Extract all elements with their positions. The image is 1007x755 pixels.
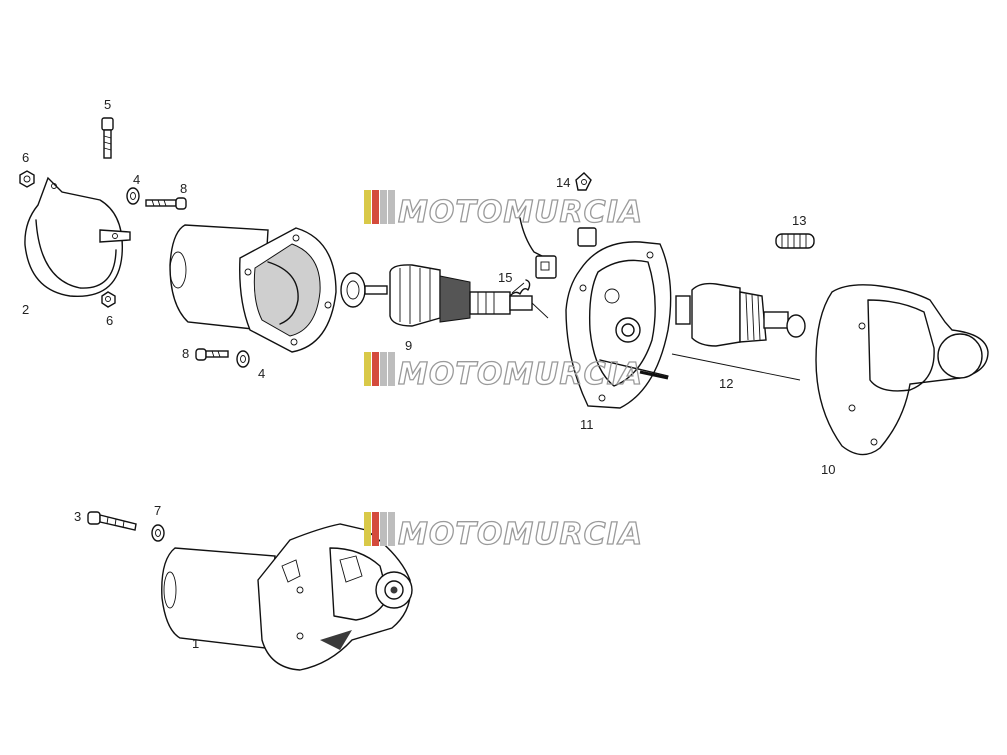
label-part-15: 15	[498, 270, 512, 285]
label-part-8-bottom: 8	[182, 346, 189, 361]
watermark-stripe	[380, 190, 387, 224]
label-part-1: 1	[192, 636, 199, 651]
label-part-4-bottom: 4	[258, 366, 265, 381]
part-8-screw-top	[145, 197, 187, 210]
label-part-5: 5	[104, 97, 111, 112]
part-2-clamp-bracket	[24, 176, 131, 298]
part-14-brush-lead	[519, 172, 597, 279]
label-part-4-top: 4	[133, 172, 140, 187]
watermark-stripe	[388, 512, 395, 546]
label-part-10: 10	[821, 462, 835, 477]
part-13-coil-spring	[775, 233, 815, 249]
watermark-stripe	[364, 352, 371, 386]
part-15-spring	[509, 279, 531, 297]
part-10-drive-end-housing	[815, 284, 989, 456]
watermark-middle: MOTOMURCIA	[364, 352, 643, 393]
watermark-top: MOTOMURCIA	[364, 190, 643, 231]
label-part-13: 13	[792, 213, 806, 228]
stator-housing	[169, 224, 337, 353]
label-part-8-top: 8	[180, 181, 187, 196]
label-part-7: 7	[154, 503, 161, 518]
part-7-washer	[151, 524, 165, 542]
watermark-stripe	[364, 190, 371, 224]
label-part-9: 9	[405, 338, 412, 353]
watermark-stripe	[372, 352, 379, 386]
watermark-text: MOTOMURCIA	[398, 517, 643, 552]
part-8-screw-bottom	[195, 348, 229, 361]
part-3-bolt	[87, 511, 137, 531]
part-11-end-plate	[565, 241, 672, 409]
label-part-2: 2	[22, 302, 29, 317]
watermark-stripe	[380, 512, 387, 546]
label-part-14: 14	[556, 175, 570, 190]
label-part-11: 11	[580, 417, 594, 432]
part-6-nut-bottom	[101, 291, 116, 308]
watermark-stripe	[388, 190, 395, 224]
part-9-armature	[340, 264, 549, 327]
part-4-washer-bottom	[236, 350, 250, 368]
part-12-drive-pinion	[671, 282, 806, 381]
part-1-starter-motor	[161, 523, 413, 671]
part-labels: 5 6 4 8 2 6 8 4 9 14 15 11 12 13 10 3 7 …	[22, 97, 835, 651]
watermark-bottom: MOTOMURCIA	[364, 512, 643, 553]
watermark-text: MOTOMURCIA	[398, 357, 643, 392]
label-part-12: 12	[719, 376, 733, 391]
part-5-bolt	[101, 117, 114, 159]
part-6-nut-top	[19, 170, 35, 188]
part-4-washer-top	[126, 187, 140, 205]
watermark-stripe	[388, 352, 395, 386]
watermark-text: MOTOMURCIA	[398, 195, 643, 230]
label-part-3: 3	[74, 509, 81, 524]
label-part-6-bottom: 6	[106, 313, 113, 328]
label-part-6-top: 6	[22, 150, 29, 165]
watermark-stripe	[364, 512, 371, 546]
watermark-stripe	[372, 512, 379, 546]
watermark-stripe	[380, 352, 387, 386]
watermark-stripe	[372, 190, 379, 224]
